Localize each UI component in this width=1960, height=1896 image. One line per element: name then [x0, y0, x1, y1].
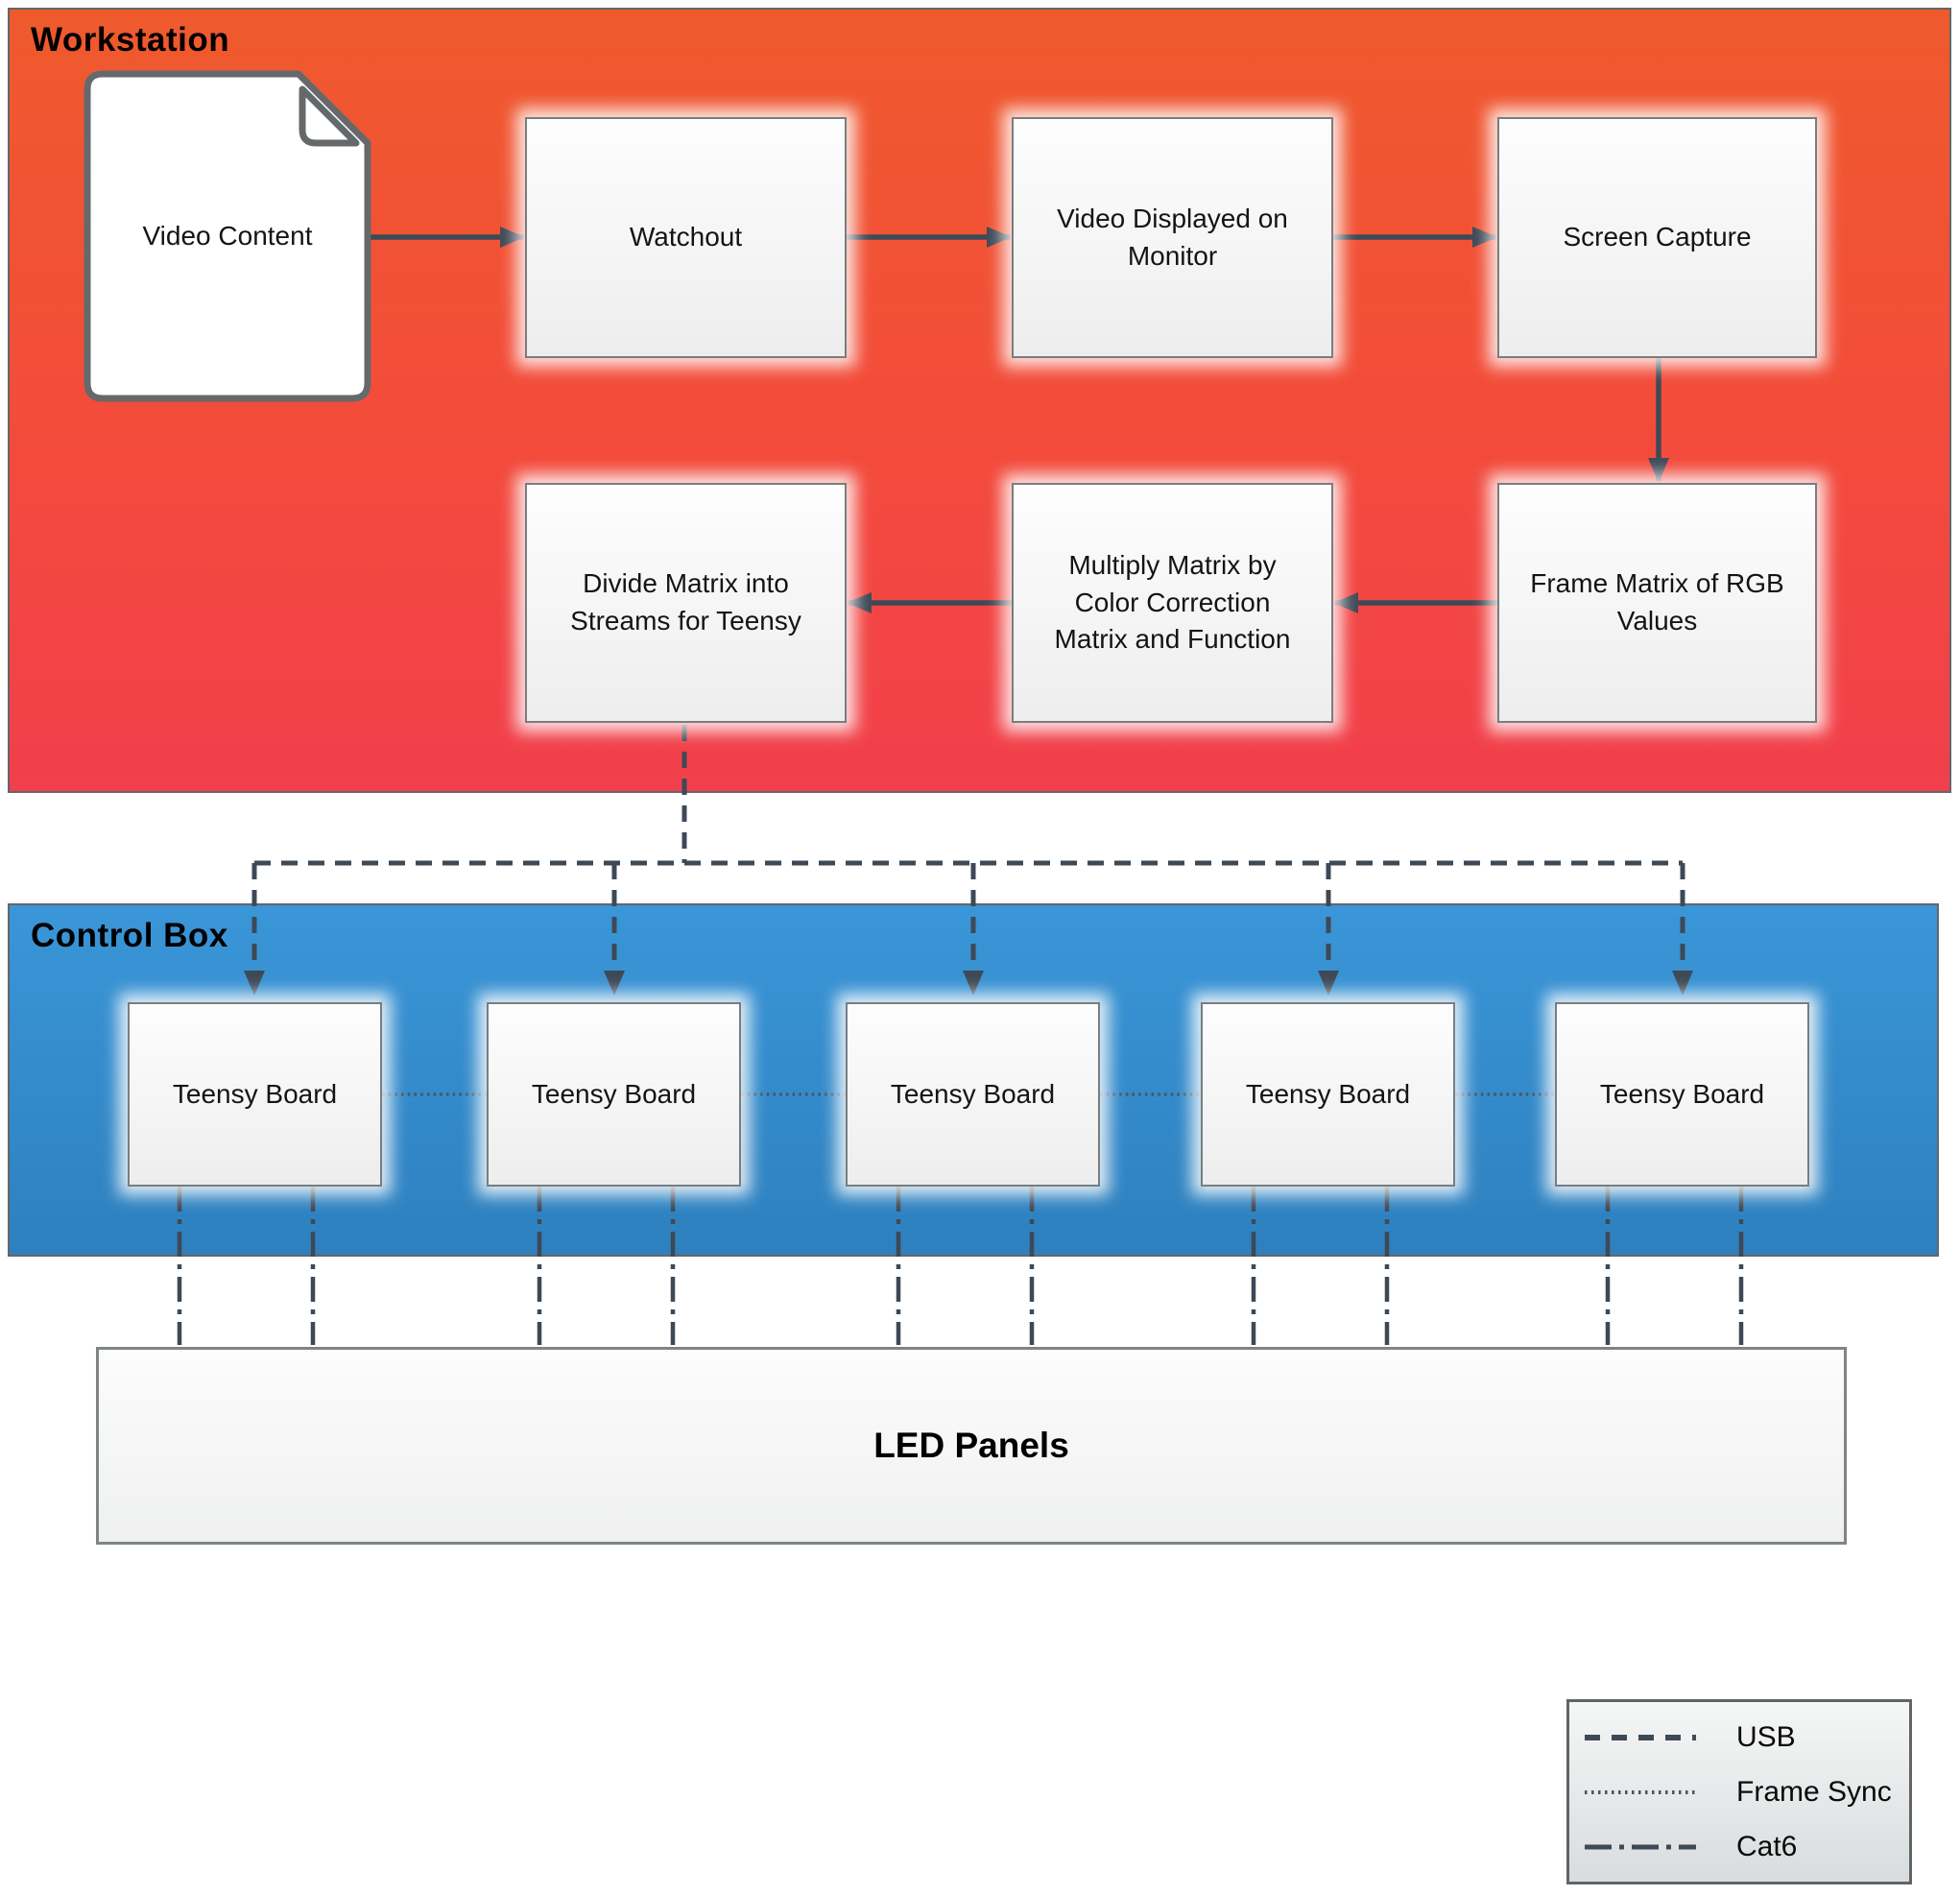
frame-matrix-of-rgb-values-node: Frame Matrix of RGB Values	[1497, 483, 1817, 723]
teensy-board-3: Teensy Board	[846, 1002, 1100, 1187]
screen-capture-node: Screen Capture	[1497, 117, 1817, 358]
frame-sync-line-sample-icon	[1585, 1789, 1696, 1794]
workstation-region-title: Workstation	[31, 21, 230, 59]
multiply-matrix-node: Multiply Matrix by Color Correction Matr…	[1012, 483, 1333, 723]
control-box-region-title: Control Box	[31, 917, 228, 954]
watchout-node: Watchout	[525, 117, 847, 358]
teensy-board-2: Teensy Board	[487, 1002, 741, 1187]
teensy-board-5: Teensy Board	[1555, 1002, 1809, 1187]
legend-label-frame-sync: Frame Sync	[1736, 1775, 1892, 1808]
legend-box: USB Frame Sync Cat6	[1566, 1699, 1912, 1884]
legend-label-cat6: Cat6	[1736, 1830, 1798, 1862]
document-icon	[84, 70, 371, 402]
teensy-board-1: Teensy Board	[128, 1002, 382, 1187]
legend-row-usb: USB	[1583, 1716, 1909, 1759]
teensy-board-4: Teensy Board	[1201, 1002, 1455, 1187]
legend-row-cat6: Cat6	[1583, 1826, 1909, 1868]
video-displayed-on-monitor-node: Video Displayed on Monitor	[1012, 117, 1333, 358]
cat6-line-sample-icon	[1585, 1844, 1696, 1849]
legend-label-usb: USB	[1736, 1720, 1796, 1753]
usb-line-sample-icon	[1585, 1734, 1696, 1740]
led-panels-node: LED Panels	[96, 1347, 1847, 1545]
divide-matrix-node: Divide Matrix into Streams for Teensy	[525, 483, 847, 723]
legend-row-frame-sync: Frame Sync	[1583, 1771, 1909, 1813]
video-content-node: Video Content	[142, 221, 313, 251]
